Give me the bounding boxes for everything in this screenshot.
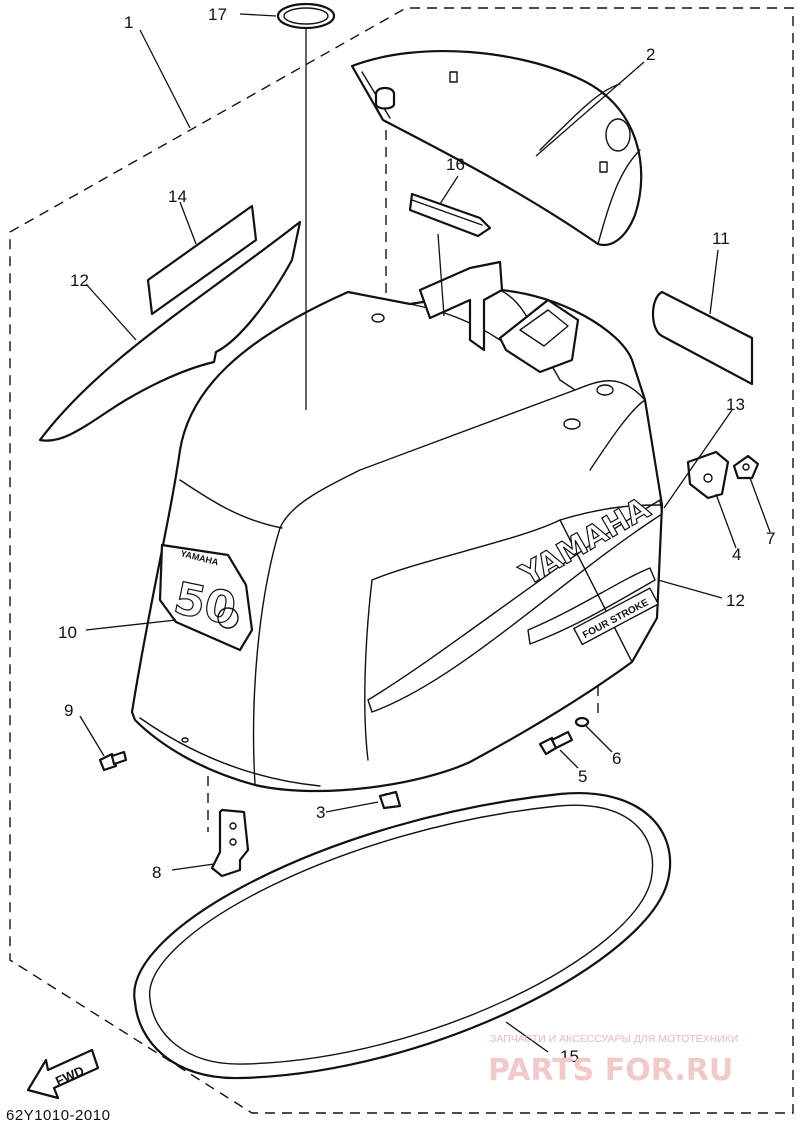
callout-16: 16 xyxy=(446,155,465,174)
cowling-bracket-insert xyxy=(418,260,580,374)
callout-17: 17 xyxy=(208,5,227,24)
callout-8: 8 xyxy=(152,863,161,882)
watermark-caption: ЗАПЧАСТИ И АКСЕССУАРЫ ДЛЯ МОТОТЕХНИКИ xyxy=(490,1033,738,1045)
watermark-logo: PARTS FOR.RU xyxy=(488,1053,733,1088)
bolt-9 xyxy=(98,750,128,772)
callout-12-right: 12 xyxy=(726,591,745,610)
assembly-outline xyxy=(9,7,794,1114)
callout-2: 2 xyxy=(646,45,655,64)
hinge-bracket-4 xyxy=(686,450,730,500)
callout-10: 10 xyxy=(58,623,77,642)
latch-bracket-8 xyxy=(210,808,250,878)
callout-12-left: 12 xyxy=(70,271,89,290)
callout-7: 7 xyxy=(766,529,775,548)
callout-5: 5 xyxy=(578,767,587,786)
washer-6 xyxy=(574,716,590,728)
seal-gasket-15 xyxy=(133,791,672,1080)
callout-15: 15 xyxy=(560,1047,579,1066)
label-decal-14 xyxy=(146,204,258,316)
top-cowling-1 xyxy=(130,288,664,793)
callout-6: 6 xyxy=(612,749,621,768)
leader-lines xyxy=(79,13,771,1053)
diagram-code: 62Y1010-2010 xyxy=(6,1107,110,1124)
callout-1: 1 xyxy=(124,13,133,32)
grommet-3 xyxy=(378,790,402,810)
emblem-model-number: 50 xyxy=(170,573,240,636)
clip-16 xyxy=(408,192,492,238)
callout-3: 3 xyxy=(316,803,325,822)
nut-7 xyxy=(732,454,760,480)
o-ring-17 xyxy=(276,2,336,30)
callout-9: 9 xyxy=(64,701,73,720)
watermark: ЗАПЧАСТИ И АКСЕССУАРЫ ДЛЯ МОТОТЕХНИКИ PA… xyxy=(488,1033,738,1088)
emblem-10: YAMAHA 50 xyxy=(158,543,254,652)
callout-4: 4 xyxy=(732,545,741,564)
side-graphic-12-left xyxy=(38,220,302,442)
rear-cover-2 xyxy=(350,49,643,247)
callout-14: 14 xyxy=(168,187,187,206)
callout-numbers: 1 2 3 4 5 6 7 8 9 10 11 12 12 13 14 15 1… xyxy=(58,5,775,1066)
label-decal-11 xyxy=(651,290,754,386)
fwd-arrow-icon: FWD xyxy=(26,1048,100,1100)
callout-11: 11 xyxy=(712,229,730,248)
bolt-5 xyxy=(538,730,574,756)
callout-13: 13 xyxy=(726,395,745,414)
